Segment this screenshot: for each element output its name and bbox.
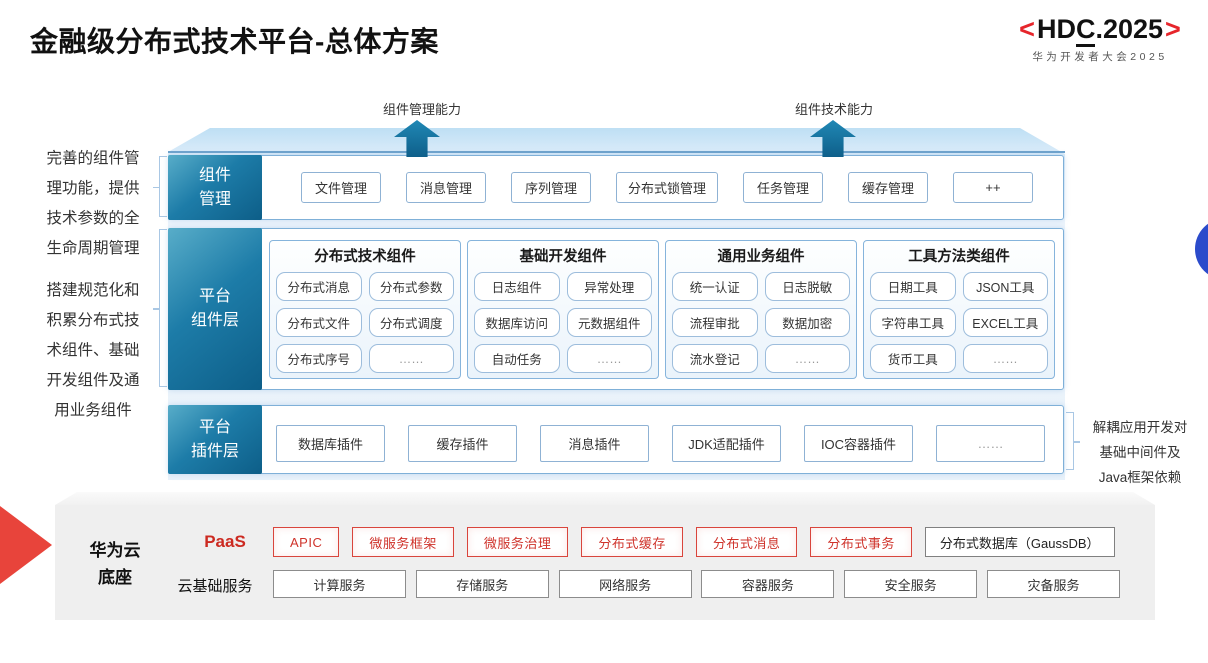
component-management-item: ++ [953,172,1034,203]
component-management-item: 序列管理 [511,172,591,203]
paas-label: PaaS [204,532,246,551]
component-pill: 数据加密 [764,308,850,337]
hdc-logo: <HDC.2025> 华为开发者大会2025 [1000,12,1200,64]
component-pill: EXCEL工具 [962,308,1048,337]
component-management-label: 组件 管理 [168,155,262,220]
page-title: 金融级分布式技术平台-总体方案 [30,26,439,57]
logo-left-bracket: < [1019,14,1035,44]
component-pill: 流水登记 [672,344,758,373]
paas-item: 分布式缓存 [581,527,683,557]
hdc-logo-subtitle: 华为开发者大会2025 [1032,51,1168,63]
component-pill: 分布式参数 [368,272,454,301]
cloud-service-item: 灾备服务 [986,570,1120,598]
plugin-item: IOC容器插件 [804,425,913,462]
left-bracket-icon [153,229,167,387]
group-title: 分布式技术组件 [314,249,416,265]
plugin-item: …… [936,425,1045,462]
cloud-service-item: 网络服务 [558,570,692,598]
logo-hd: HD [1036,14,1076,44]
red-arrow-icon [0,506,52,584]
component-pill: 日志脱敏 [764,272,850,301]
component-groups: 分布式技术组件 分布式消息分布式参数分布式文件分布式调度分布式序号…… 基础开发… [269,240,1055,379]
component-pill: 统一认证 [672,272,758,301]
component-management-item: 分布式锁管理 [616,172,719,203]
component-management-item: 消息管理 [406,172,486,203]
component-pill: JSON工具 [962,272,1048,301]
component-pill: 元数据组件 [566,308,652,337]
component-pill: 分布式文件 [276,308,362,337]
component-pill: …… [962,344,1048,373]
arrow-label-management: 组件管理能力 [382,102,461,117]
platform-slab-edge [168,151,1065,153]
left-note-components: 搭建规范化和 积累分布式技 术组件、基础 开发组件及通 用业务组件 [46,282,140,419]
platform-plugin-row: 平台 插件层 数据库插件缓存插件消息插件 JDK适配插件 IOC容器插件 …… [168,405,1064,474]
paas-items-row: APIC 微服务框架微服务治理分布式缓存分布式消息分布式事务 分布式数据库（Gau… [273,527,1115,557]
paas-item: 分布式消息 [695,527,798,557]
component-pill: 数据库访问 [474,308,560,337]
paas-item: 分布式事务 [810,527,912,557]
component-pill: 分布式调度 [368,308,454,337]
group-distributed-tech: 分布式技术组件 分布式消息分布式参数分布式文件分布式调度分布式序号…… [269,240,461,379]
component-pill: 日志组件 [474,272,560,301]
left-bracket-icon [153,156,167,217]
component-pill: 流程审批 [672,308,758,337]
logo-year: .2025 [1095,14,1164,44]
right-bracket-icon [1066,412,1080,470]
paas-item-gaussdb: 分布式数据库（GaussDB） [924,527,1115,557]
logo-c-underlined: C [1075,14,1096,47]
component-pill: 分布式消息 [276,272,362,301]
group-title: 通用业务组件 [717,249,805,265]
cloud-service-item: 安全服务 [844,570,978,598]
logo-right-bracket: > [1165,14,1181,44]
group-basic-dev: 基础开发组件 日志组件异常处理数据库访问元数据组件自动任务…… [467,240,659,379]
paas-item: 微服务框架 [352,527,454,557]
cloud-service-items-row: 计算服务存储服务网络服务容器服务安全服务灾备服务 [273,570,1120,598]
left-note-management: 完善的组件管 理功能，提供 技术参数的全 生命周期管理 [46,150,140,257]
platform-plugin-items: 数据库插件缓存插件消息插件 JDK适配插件 IOC容器插件 …… [276,425,1045,462]
hdc-logo-text: <HDC.2025> [1000,12,1200,47]
component-pill: 分布式序号 [276,344,362,373]
plugin-item: JDK适配插件 [672,425,781,462]
plugin-item: 消息插件 [540,425,649,462]
group-items: 统一认证日志脱敏流程审批数据加密流水登记…… [672,272,850,373]
component-pill: 货币工具 [870,344,956,373]
group-title: 工具方法类组件 [908,249,1010,265]
component-pill: 自动任务 [474,344,560,373]
cloud-service-item: 存储服务 [415,570,549,598]
cloud-service-item: 容器服务 [701,570,835,598]
plugin-item: 数据库插件 [276,425,385,462]
component-management-items: 文件管理消息管理序列管理分布式锁管理任务管理缓存管理 ++ [301,172,1037,203]
arrow-label-technology: 组件技术能力 [794,102,873,117]
group-common-business: 通用业务组件 统一认证日志脱敏流程审批数据加密流水登记…… [665,240,857,379]
component-pill: …… [764,344,850,373]
cloud-services-label: 云基础服务 [177,578,253,595]
component-pill: 异常处理 [566,272,652,301]
platform-component-label: 平台 组件层 [168,228,262,390]
platform-plugin-label: 平台 插件层 [168,405,262,474]
blue-circle-decoration [1195,218,1208,280]
paas-item: APIC [273,527,340,557]
component-pill: 字符串工具 [870,308,956,337]
group-items: 分布式消息分布式参数分布式文件分布式调度分布式序号…… [276,272,454,373]
paas-item: 微服务治理 [466,527,569,557]
component-management-item: 缓存管理 [848,172,929,203]
plugin-item: 缓存插件 [408,425,517,462]
platform-component-row: 平台 组件层 分布式技术组件 分布式消息分布式参数分布式文件分布式调度分布式序号… [168,228,1064,390]
right-note-decoupling: 解耦应用开发对 基础中间件及 Java框架依赖 [1092,420,1188,485]
component-management-row: 组件 管理 文件管理消息管理序列管理分布式锁管理任务管理缓存管理 ++ [168,155,1064,220]
component-pill: 日期工具 [870,272,956,301]
component-pill: …… [368,344,454,373]
group-items: 日志组件异常处理数据库访问元数据组件自动任务…… [474,272,652,373]
cloud-base-label: 华为云 底座 [89,541,141,587]
cloud-service-item: 计算服务 [273,570,406,598]
component-management-item: 文件管理 [301,172,381,203]
group-title: 基础开发组件 [519,249,607,265]
component-pill: …… [566,344,652,373]
component-management-item: 任务管理 [743,172,824,203]
